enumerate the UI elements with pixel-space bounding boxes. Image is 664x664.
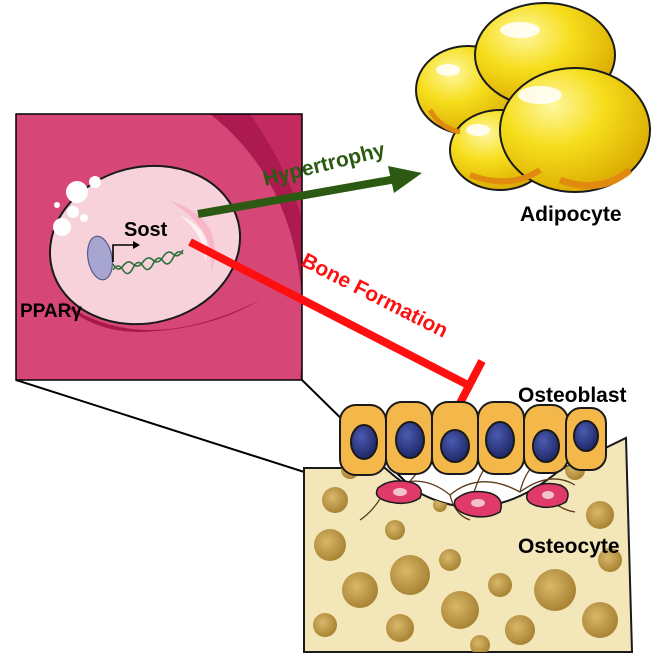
osteocyte-cell-icon	[48, 164, 242, 326]
ppar-label: PPARγ	[20, 301, 82, 322]
dna-helix-icon	[112, 249, 184, 275]
bone-formation-label: Bone Formation	[298, 249, 452, 343]
bone-formation-inhibition	[188, 238, 486, 409]
lipid-droplet-icon	[53, 176, 101, 236]
osteoblast-row-icon	[339, 401, 607, 476]
sost-label: Sost	[124, 219, 168, 241]
adipocyte-label: Adipocyte	[520, 203, 622, 226]
zoomed-osteocyte-panel: Sost PPARγ	[15, 113, 303, 381]
ppar-protein-icon	[86, 235, 114, 281]
hypertrophy-arrow	[197, 166, 422, 218]
osteocyte-cell-icon	[375, 480, 422, 505]
osteocyte-cell-icon	[453, 490, 502, 518]
adipocyte-cluster-icon	[415, 2, 651, 193]
transcription-arrow-icon	[112, 244, 133, 262]
osteocyte-cells	[375, 480, 569, 518]
osteocyte-cell-icon	[525, 482, 569, 509]
osteoblast-label: Osteoblast	[518, 384, 627, 407]
osteocyte-label: Osteocyte	[518, 535, 620, 558]
